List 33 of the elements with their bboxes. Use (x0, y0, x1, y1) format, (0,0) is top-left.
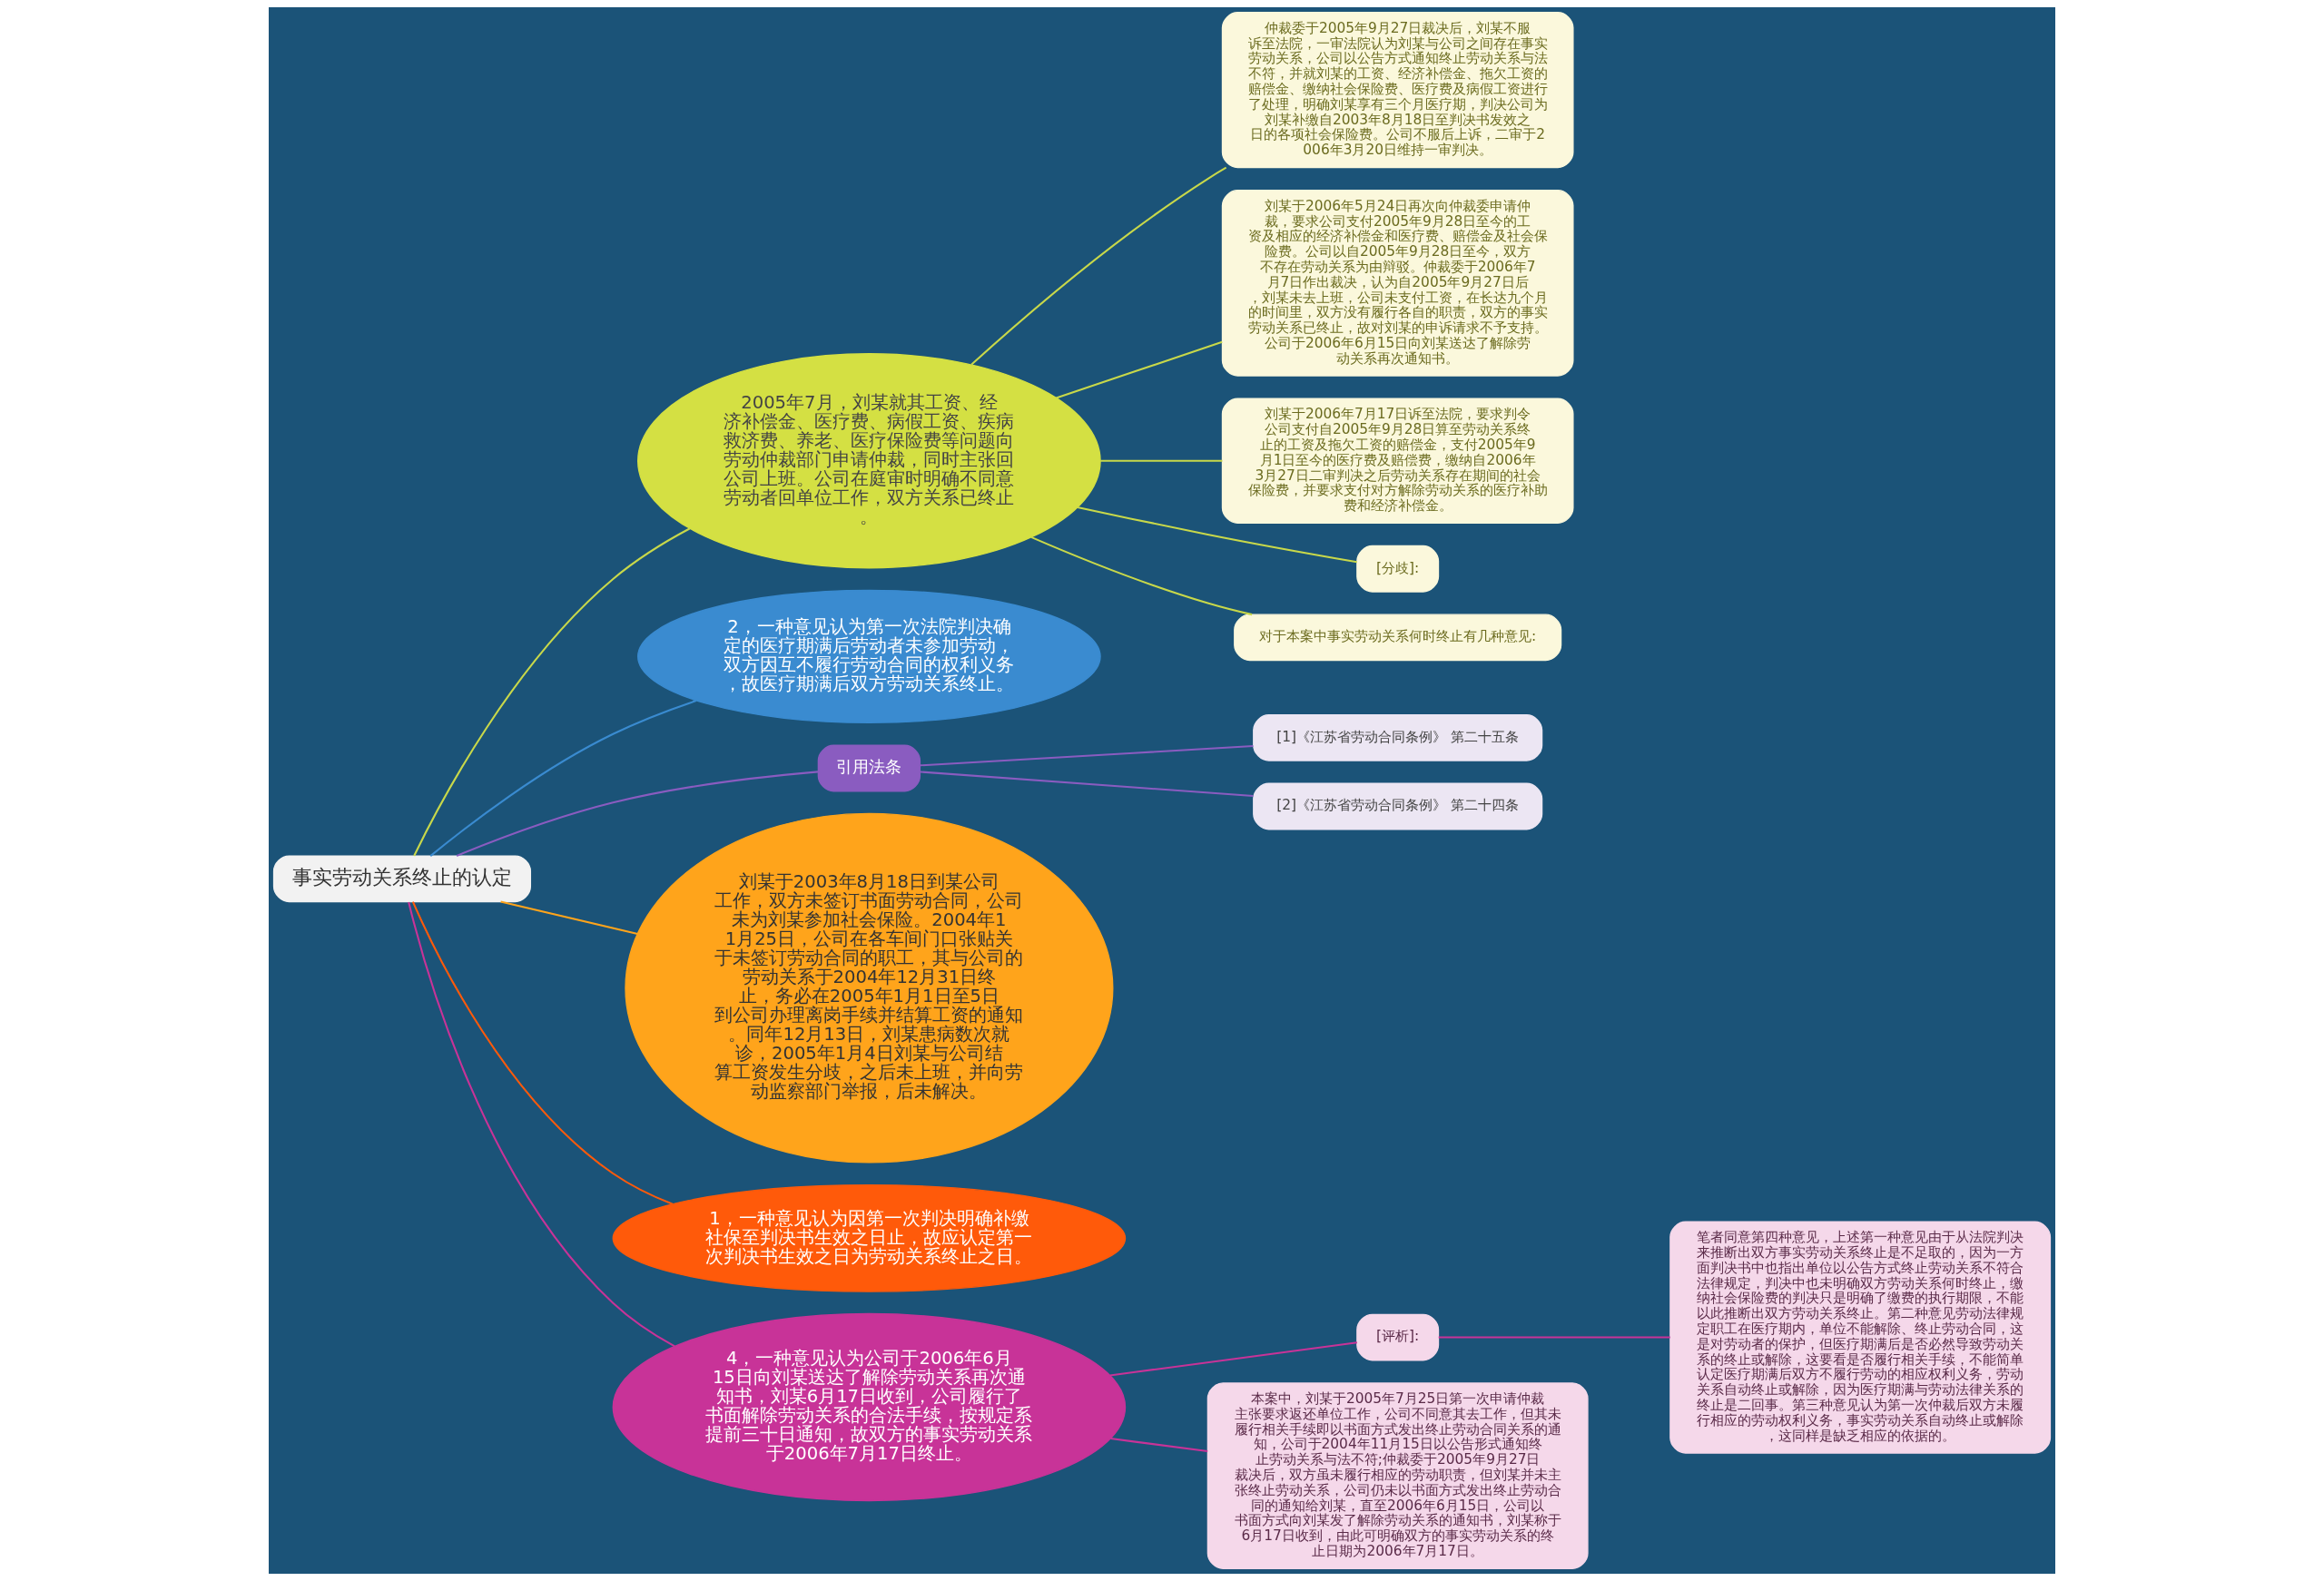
connector (1110, 1438, 1208, 1453)
connector (1030, 535, 1253, 616)
node-box: 本案中，刘某于2005年7月25日第一次申请仲裁主张要求返还单位工作，公司不同意其去工作，但其未履行相关手续即以书面方式发出终止劳动合同关系的通知，公司于2004年11月15日以公告形式通知终止劳动关系与法不符;仲裁委于2005年9月27日裁决后，双方虽未履行相应的劳动职责，但刘某并未主张终止劳动关系，公司仍未以书面方式发出终止劳动合同的通知给刘某，直至2006年6月15日，公司以书面方式向刘某发了解除劳动关系的通知书，刘某称于6月17日收到，由此可明确双方的事实劳动关系的终止日期为2006年7月17日。 (1206, 1382, 1589, 1569)
connector (1056, 340, 1223, 399)
connector (920, 745, 1254, 767)
connector (500, 900, 638, 935)
connector (456, 771, 819, 857)
node-box: 对于本案中事实劳动关系何时终止有几种意见: (1234, 614, 1562, 662)
connector (413, 527, 691, 857)
connector (920, 771, 1254, 798)
node-box: 事实劳动关系终止的认定 (272, 855, 532, 903)
node-ellipse: 刘某于2003年8月18日到某公司工作，双方未签订书面劳动合同，公司未为刘某参加社会保险。2004年11月25日，公司在各车间门口张贴关于未签订劳动合同的职工，其与公司的劳动关系于2004年12月31日终止，务必在2005年1月1日至5日到公司办理离岗手续并结算工资的通知。同年12月13日，刘某患病数次就诊，2005年1月4日刘某与公司结算工资发生分歧，之后未上班，并向劳动监察部门举报，后未解决。 (625, 812, 1114, 1164)
node-box: [2]《江苏省劳动合同条例》 第二十四条 (1253, 782, 1543, 830)
connector (1100, 459, 1223, 462)
node-ellipse: 4，一种意见认为公司于2006年6月15日向刘某送达了解除劳动关系再次通知书，刘某6月17日收到，公司履行了书面解除劳动关系的合法手续，按规定系提前三十日通知，故双方的事实劳动关系于2006年7月17日终止。 (612, 1312, 1127, 1502)
connector (970, 166, 1227, 366)
node-ellipse: 1，一种意见认为因第一次判决明确补缴社保至判决书生效之日止，故应认定第一次判决书生效之日为劳动关系终止之日。 (612, 1184, 1127, 1292)
node-box: [分歧]: (1356, 545, 1440, 593)
connector (1109, 1341, 1358, 1377)
connector (429, 700, 697, 857)
node-box: 笔者同意第四种意见，上述第一种意见由于从法院判决来推断出双方事实劳动关系终止是不足取的，因为一方面判决书中也指出单位以公告方式终止劳动关系不符合法律规定，判决中也未明确双方劳动关系何时终止，缴纳社会保险费的判决只是明确了缴费的执行期限，不能以此推断出双方劳动关系终止。第二种意见劳动法律规定职工在医疗期内，单位不能解除、终止劳动合同，这是对劳动者的保护，但医疗期满后是否必然导致劳动关系的终止或解除，这要看是否履行相关手续，不能简单认定医疗期满后双方不履行劳动的相应权利义务，劳动关系自动终止或解除，因为医疗期满与劳动法律关系的终止是二回事。第三种意见认为第一次仲裁后双方未履行相应的劳动权利义务，事实劳动关系自动终止或解除，这同样是缺乏相应的依据的。 (1669, 1221, 2052, 1454)
connector (408, 901, 675, 1348)
node-box: [评析]: (1356, 1313, 1440, 1361)
node-box: 仲裁委于2005年9月27日裁决后，刘某不服诉至法院，一审法院认为刘某与公司之间存在事实劳动关系，公司以公告方式通知终止劳动关系与法不符，并就刘某的工资、经济补偿金、拖欠工资的赔偿金、缴纳社会保险费、医疗费及病假工资进行了处理，明确刘某享有三个月医疗期，判决公司为刘某补缴自2003年8月18日至判决书发效之日的各项社会保险费。公司不服后上诉，二审于2006年3月20日维持一审判决。 (1221, 12, 1574, 169)
connector (1438, 1336, 1670, 1339)
node-ellipse: 2005年7月，刘某就其工资、经济补偿金、医疗费、病假工资、疾病救济费、养老、医疗保险费等问题向劳动仲裁部门申请仲裁，同时主张回公司上班。公司在庭审时明确不同意劳动者回单位工作，双方关系已终止。 (637, 353, 1101, 569)
node-ellipse: 2，一种意见认为第一次法院判决确定的医疗期满后劳动者未参加劳动，双方因互不履行劳动合同的权利义务，故医疗期满后双方劳动关系终止。 (637, 589, 1101, 724)
node-box: 刘某于2006年5月24日再次向仲裁委申请仲裁，要求公司支付2005年9月28日至今的工资及相应的经济补偿金和医疗费、赔偿金及社会保险费。公司以自2005年9月28日至今，双方不存在劳动关系为由辩驳。仲裁委于2006年7月7日作出裁决，认为自2005年9月27日后，刘某未去上班，公司未支付工资，在长达九个月的时间里，双方没有履行各自的职责，双方的事实劳动关系已终止，故对刘某的申诉请求不予支持。公司于2006年6月15日向刘某送达了解除劳动关系再次通知书。 (1221, 189, 1574, 377)
node-box: 引用法条 (817, 744, 921, 792)
connector (1077, 506, 1357, 564)
node-box: [1]《江苏省劳动合同条例》 第二十五条 (1253, 714, 1543, 761)
connector (411, 901, 674, 1205)
node-box: 刘某于2006年7月17日诉至法院，要求判令公司支付自2005年9月28日算至劳动关系终止的工资及拖欠工资的赔偿金，支付2005年9月1日至今的医疗费及赔偿费，缴纳自2006年3月27日二审判决之后劳动关系存在期间的社会保险费，并要求支付对方解除劳动关系的医疗补助费和经济补偿金。 (1221, 398, 1574, 525)
